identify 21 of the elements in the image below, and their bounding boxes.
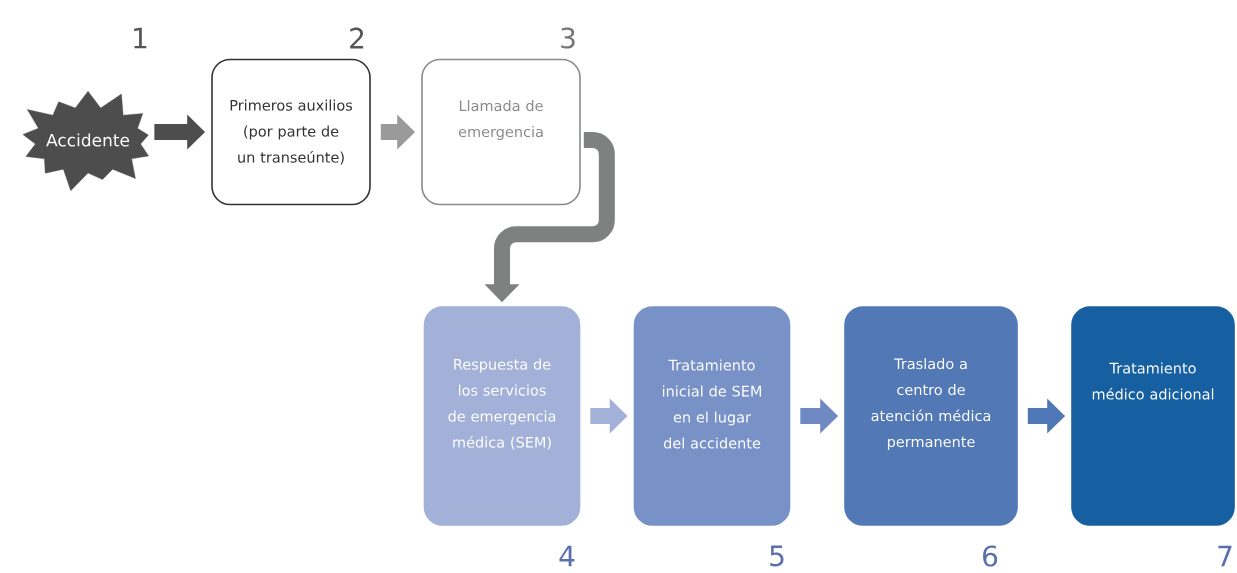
step-number: 6 (983, 545, 998, 567)
node-text: Tratamiento inicial de SEM en el lugar del accidente (662, 359, 762, 449)
step-number: 2 (350, 27, 364, 49)
step-number: 5 (770, 545, 784, 567)
starburst-shape (22, 91, 149, 191)
step-number: 3 (561, 27, 575, 49)
node-text: Primeros auxilios (por parte de un transeúnte) (230, 99, 353, 165)
node-text: Llamada de emergencia (458, 100, 543, 140)
process-box (844, 306, 1018, 526)
node-text: Traslado a centro de atención médica permanente (871, 358, 991, 450)
process-box (421, 58, 581, 206)
process-box (633, 306, 791, 526)
process-box (211, 58, 371, 206)
step-number: 1 (134, 27, 147, 49)
node-text: Tratamiento médico adicional (1092, 362, 1214, 400)
step-number: 7 (1218, 545, 1232, 567)
process-box (1071, 306, 1235, 526)
node-text: Accidente (46, 133, 130, 147)
node-text: Respuesta de los servicios de emergencia médica (SEM) (448, 358, 556, 450)
step-number: 4 (559, 545, 575, 567)
process-box (423, 306, 581, 526)
